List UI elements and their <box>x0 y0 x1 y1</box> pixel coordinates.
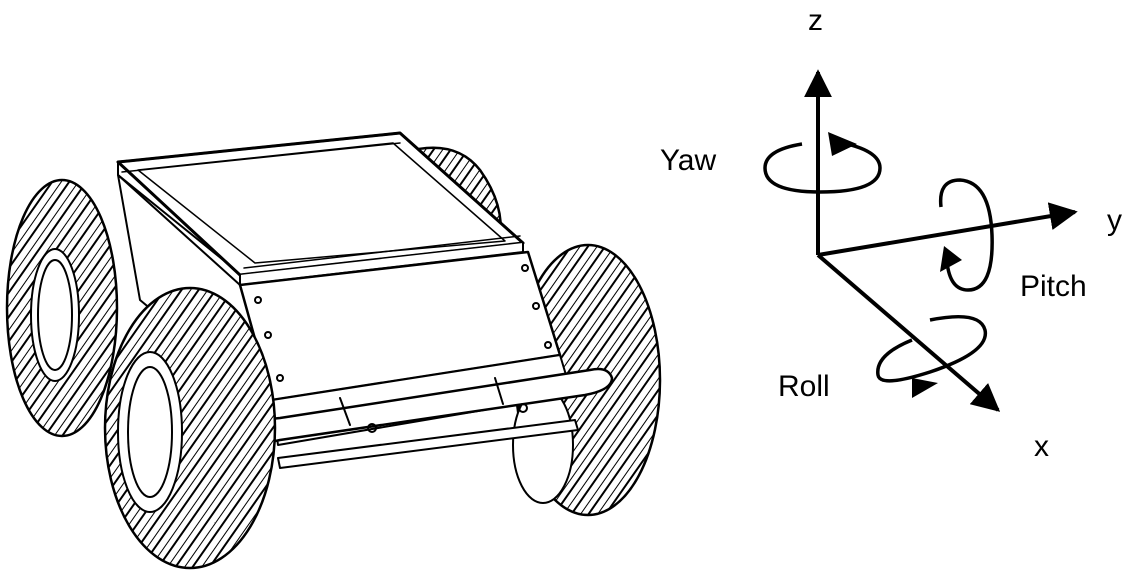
back-left-wheel <box>5 178 119 438</box>
coordinate-axes: z y x Yaw Pitch Roll <box>660 4 1122 463</box>
pitch-label: Pitch <box>1020 270 1087 303</box>
pitch-arrowhead <box>940 246 962 272</box>
pitch-rotation-arrow <box>938 178 994 292</box>
x-axis-label: x <box>1034 430 1049 463</box>
z-axis-label: z <box>808 4 823 37</box>
y-axis-arrow <box>817 202 1078 257</box>
y-axis-label: y <box>1107 204 1122 237</box>
robot-illustration <box>5 131 662 570</box>
yaw-arrowhead <box>828 132 857 156</box>
front-left-wheel <box>103 286 277 570</box>
robot-body <box>116 131 614 469</box>
x-axis-arrow <box>816 253 1001 412</box>
yaw-rotation-arrow <box>763 140 882 194</box>
yaw-label: Yaw <box>660 144 716 177</box>
roll-rotation-arrow <box>876 314 988 383</box>
roll-label: Roll <box>778 370 830 403</box>
roll-arrowhead <box>912 378 938 398</box>
